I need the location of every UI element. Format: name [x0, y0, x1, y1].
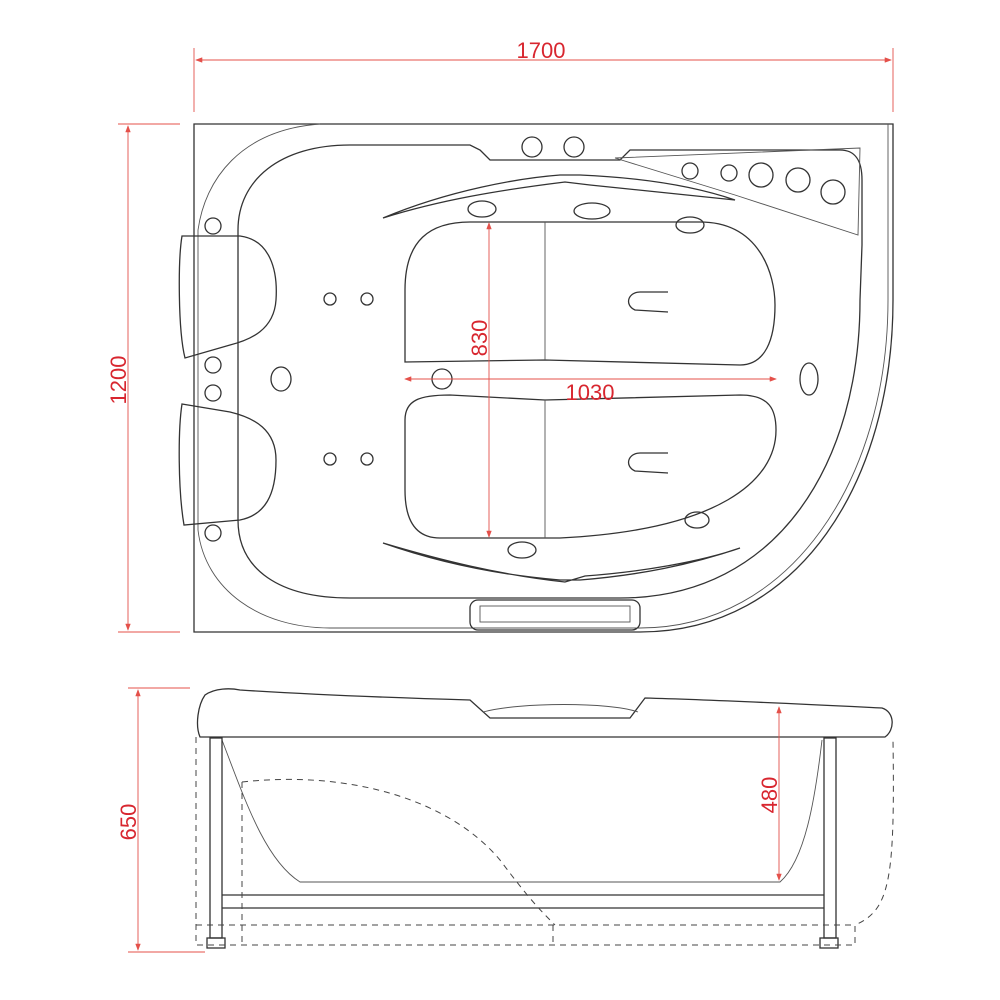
rim-profile	[196, 688, 893, 738]
width-dimension-label: 1700	[517, 38, 566, 63]
rim-outline	[197, 123, 889, 629]
basin-profile	[221, 739, 823, 883]
dimensions-side: 650 480	[116, 687, 782, 953]
headrest-top	[178, 235, 277, 359]
control-panel	[614, 147, 861, 236]
frame	[206, 737, 839, 949]
seat-top	[404, 221, 776, 366]
seat-depth-label: 830	[467, 320, 492, 357]
top-view: 1700 1200 830 1030	[106, 38, 894, 633]
height-dimension-label: 650	[116, 804, 141, 841]
jets	[204, 136, 846, 559]
side-view: 650 480	[116, 687, 894, 953]
seat-length-label: 1030	[566, 380, 615, 405]
hidden-lines	[195, 737, 894, 946]
seat-bottom	[404, 394, 777, 539]
depth-dimension-label: 1200	[106, 356, 131, 405]
headrest-bottom	[178, 403, 277, 526]
handle-bottom	[627, 452, 669, 474]
handle-top	[627, 291, 669, 313]
overflow-handle	[469, 599, 641, 631]
inner-depth-label: 480	[757, 777, 782, 814]
armrest-bottom	[382, 542, 741, 583]
basin-outline	[237, 144, 863, 599]
dimensions-top: 1700 1200 830 1030	[106, 38, 894, 633]
outer-outline	[193, 123, 894, 633]
armrest-top	[382, 174, 736, 219]
